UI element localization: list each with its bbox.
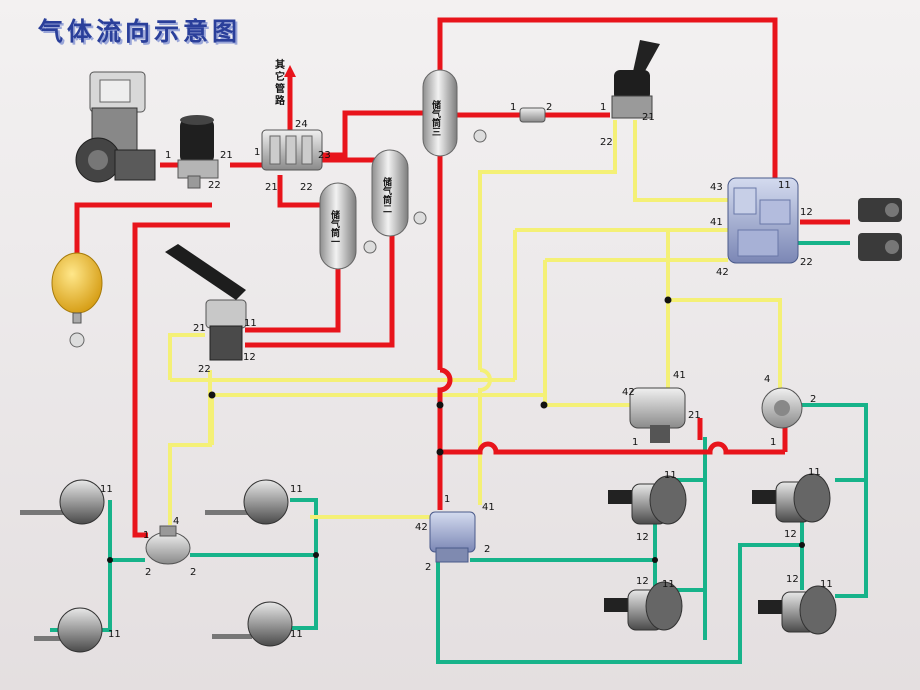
brake-chamber-front-right-top — [205, 479, 289, 525]
svg-text:路: 路 — [275, 94, 286, 107]
port-label: 42 — [622, 387, 635, 398]
port-label: 11 — [664, 470, 677, 481]
port-label: 22 — [198, 364, 211, 375]
rear-relay-valve — [429, 511, 476, 563]
four-circuit-protection-valve — [261, 129, 323, 171]
tank-2-text: 储气筒二 — [381, 176, 393, 213]
junction-dots — [107, 296, 805, 563]
port-label: 24 — [295, 119, 308, 130]
port-label: 12 — [636, 532, 649, 543]
port-label: 1 — [600, 102, 606, 113]
tank-2-label: 储气筒二 — [381, 176, 393, 213]
trailer-couplings — [858, 198, 902, 261]
port-label: 4 — [764, 374, 770, 385]
port-label: 22 — [800, 257, 813, 268]
port-label: 1 — [165, 150, 171, 161]
spring-brake-chamber-d — [758, 585, 837, 635]
brake-chamber-front-left-bottom — [34, 607, 103, 653]
port-label: 43 — [710, 182, 723, 193]
port-label: 21 — [265, 182, 278, 193]
air-dryer — [177, 115, 219, 189]
port-label: 22 — [208, 180, 221, 191]
port-label: 22 — [300, 182, 313, 193]
trailer-relay-valve — [629, 387, 686, 443]
port-label: 12 — [243, 352, 256, 363]
port-label: 21 — [642, 112, 655, 123]
port-label: 41 — [673, 370, 686, 381]
port-label: 42 — [415, 522, 428, 533]
port-label: 1 — [143, 530, 149, 541]
svg-text:它: 它 — [275, 70, 285, 83]
other-lines-label: 其 它 管 路 — [275, 58, 286, 107]
port-label: 11 — [820, 579, 833, 590]
port-label: 11 — [778, 180, 791, 191]
wet-tank-yellow — [51, 252, 103, 348]
port-label: 12 — [636, 576, 649, 587]
port-label: 12 — [800, 207, 813, 218]
port-label: 4 — [173, 516, 179, 527]
brake-chamber-front-left-top — [20, 479, 105, 525]
port-label: 41 — [710, 217, 723, 228]
port-label: 12 — [786, 574, 799, 585]
air-tank-2 — [371, 149, 427, 237]
port-label: 11 — [662, 579, 675, 590]
port-label: 42 — [716, 267, 729, 278]
port-label: 21 — [688, 410, 701, 421]
tank-3-text: 储气筒三 — [430, 99, 442, 136]
port-label: 2 — [810, 394, 816, 405]
port-label: 11 — [290, 484, 303, 495]
brake-chamber-front-right-bottom — [212, 601, 293, 647]
port-label: 1 — [444, 494, 450, 505]
svg-text:其: 其 — [275, 58, 285, 71]
foot-brake-valve — [165, 244, 247, 361]
tank-1-text: 储气筒一 — [329, 209, 341, 246]
spring-brake-chamber-a — [608, 475, 687, 525]
yellow-control-lines — [168, 120, 782, 525]
port-labels: 1 21 22 1 24 23 21 22 1 2 1 21 22 43 11 … — [100, 102, 833, 640]
port-label: 2 — [190, 567, 196, 578]
port-label: 1 — [632, 437, 638, 448]
port-label: 11 — [808, 467, 821, 478]
tank-1-label: 储气筒一 — [329, 209, 341, 246]
svg-text:管: 管 — [275, 82, 285, 95]
port-label: 12 — [784, 529, 797, 540]
air-tank-1 — [319, 182, 377, 270]
port-label: 2 — [546, 102, 552, 113]
inline-filter — [519, 107, 546, 123]
port-label: 2 — [425, 562, 431, 573]
port-label: 11 — [290, 629, 303, 640]
port-label: 11 — [244, 318, 257, 329]
port-label: 1 — [770, 437, 776, 448]
port-label: 2 — [484, 544, 490, 555]
port-label: 1 — [510, 102, 516, 113]
port-label: 11 — [100, 484, 113, 495]
hand-brake-valve — [611, 40, 660, 119]
port-label: 2 — [145, 567, 151, 578]
port-label: 1 — [254, 147, 260, 158]
air-compressor — [75, 71, 156, 183]
red-supply-lines — [74, 17, 850, 538]
port-label: 22 — [600, 137, 613, 148]
air-tank-3 — [422, 69, 487, 157]
trailer-control-valve — [727, 177, 799, 264]
port-label: 23 — [318, 150, 331, 161]
port-label: 41 — [482, 502, 495, 513]
front-quick-release-valve — [145, 525, 191, 565]
port-label: 21 — [193, 323, 206, 334]
other-lines-arrow — [284, 65, 296, 77]
port-label: 21 — [220, 150, 233, 161]
spring-brake-chamber-b — [604, 581, 683, 631]
port-label: 11 — [108, 629, 121, 640]
emergency-relay-valve — [761, 387, 803, 429]
diagram-title: 气体流向示意图 — [38, 17, 242, 46]
spring-brake-chamber-c — [752, 473, 831, 523]
tank-3-label: 储气筒三 — [430, 99, 442, 136]
